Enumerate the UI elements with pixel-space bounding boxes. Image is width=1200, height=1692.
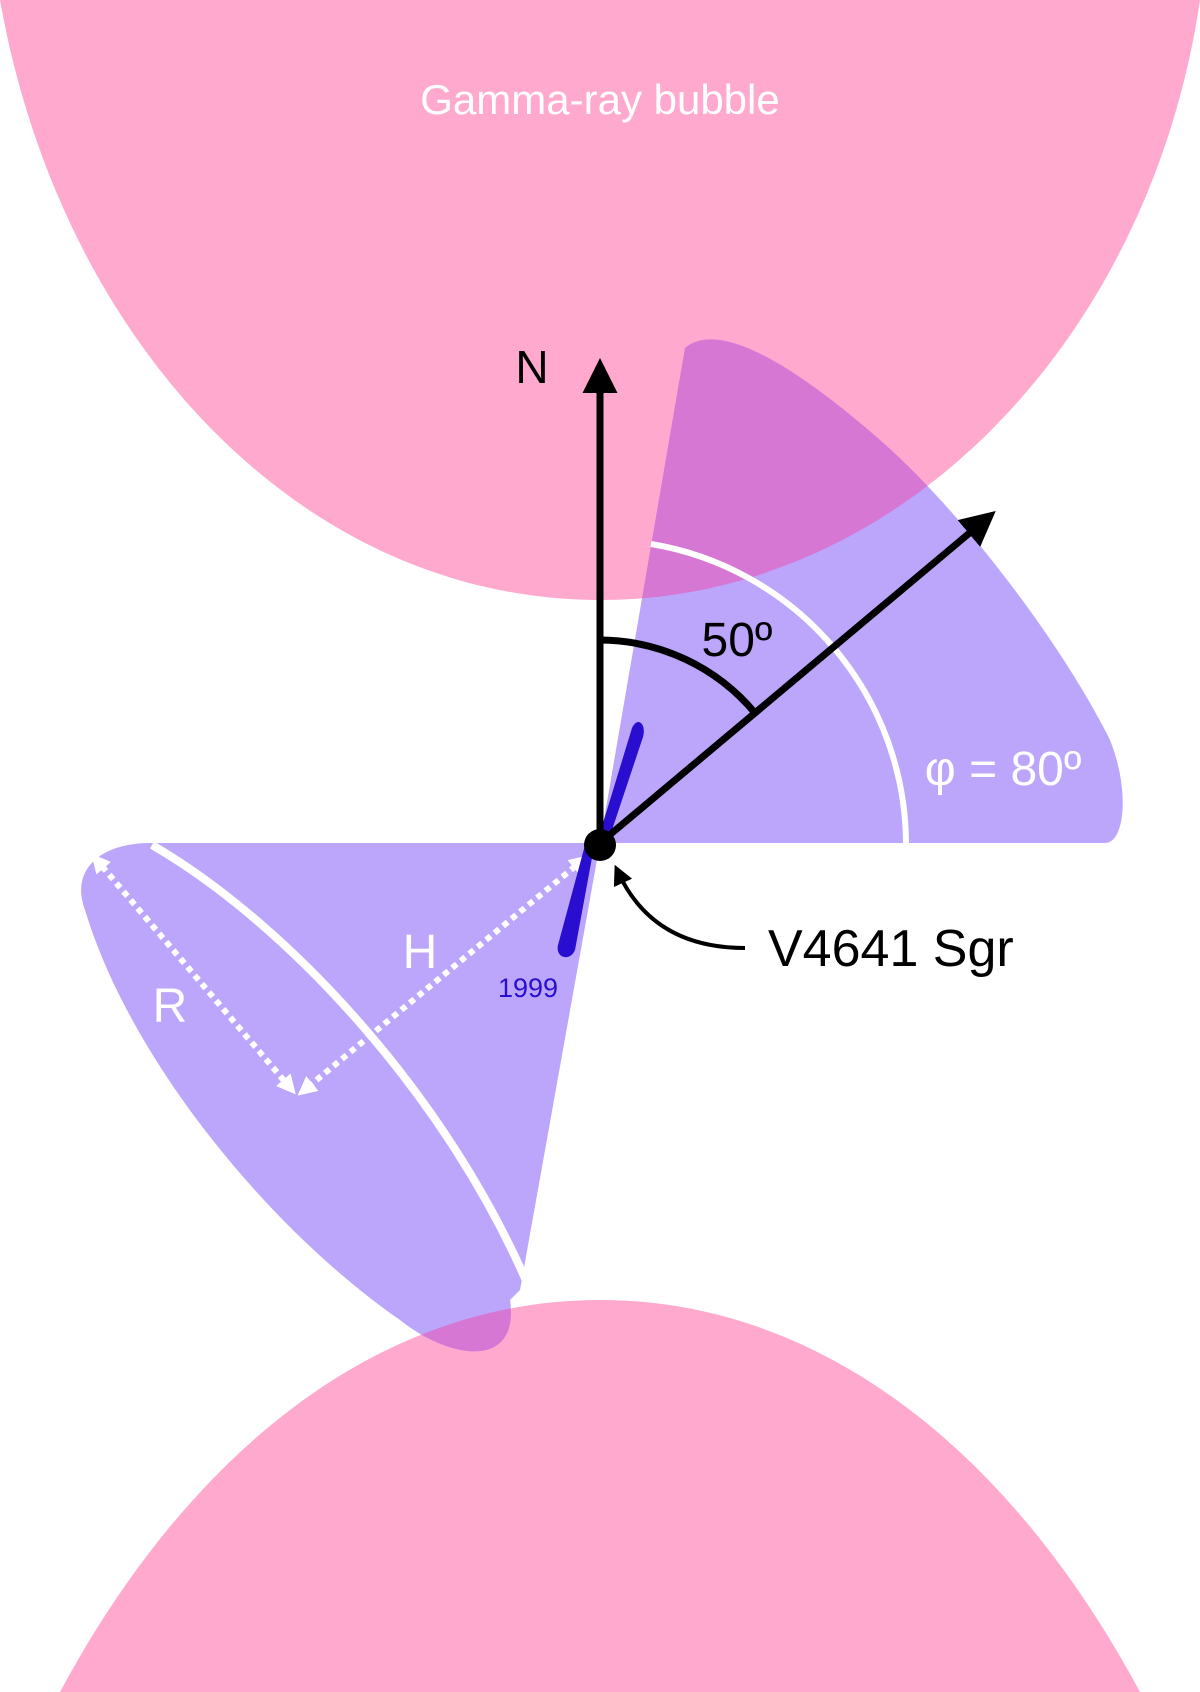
radius-label: R <box>153 980 188 1033</box>
phi-label: φ = 80º <box>925 743 1082 796</box>
gamma-ray-bubble-top <box>0 0 1200 600</box>
jet-axis-arrow <box>597 511 996 846</box>
height-marker <box>297 855 589 1096</box>
radius-marker <box>91 853 296 1095</box>
jet-lower <box>557 834 596 958</box>
jet-upper <box>596 721 644 848</box>
bubble-label: Gamma-ray bubble <box>420 76 779 123</box>
angle-arc-50 <box>599 636 758 716</box>
north-label: N <box>515 341 548 393</box>
angle-label: 50º <box>702 614 773 667</box>
source-label: V4641 Sgr <box>768 920 1014 978</box>
year-label: 1999 <box>498 973 558 1003</box>
gamma-ray-bubble-bottom <box>60 1300 1140 1692</box>
source-dot <box>584 829 616 861</box>
height-label: H <box>403 926 438 979</box>
source-pointer <box>613 864 746 950</box>
